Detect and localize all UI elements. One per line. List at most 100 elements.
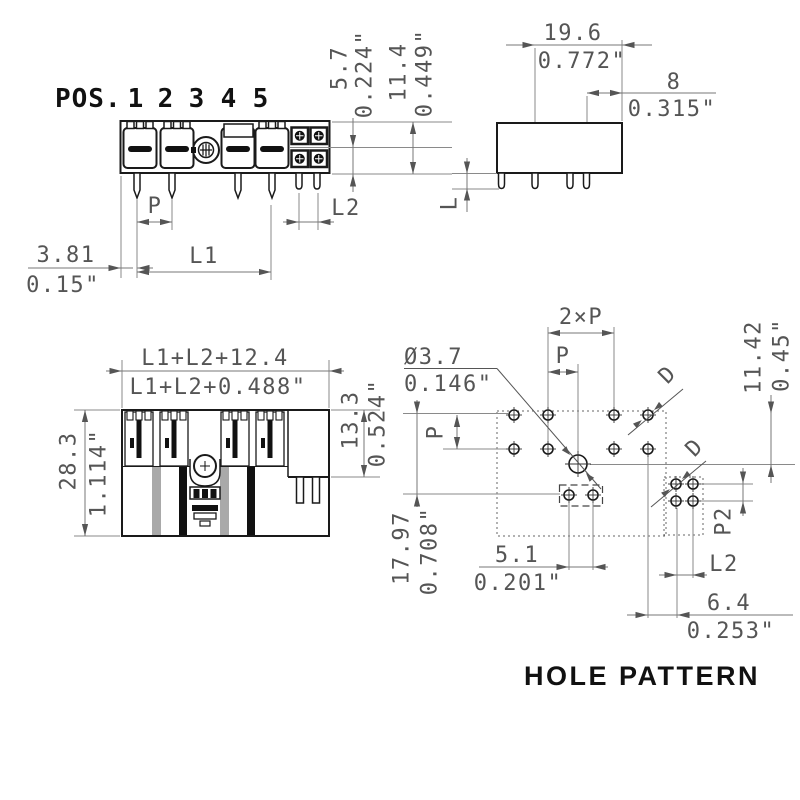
wire-entry-openings xyxy=(122,127,290,169)
dim-19_6-in: 0.772" xyxy=(538,49,626,74)
datum-d1: D xyxy=(627,361,684,436)
dim-2xp: 2×P xyxy=(548,305,614,337)
hole xyxy=(561,487,577,503)
dim-5_7-mm: 5.7 xyxy=(328,46,353,90)
hole xyxy=(685,476,701,492)
tooth xyxy=(161,410,169,421)
side-view: 19.6 0.772" 8 0.315" L xyxy=(438,21,716,212)
tooth xyxy=(222,410,230,421)
column-black xyxy=(247,467,255,535)
tooth xyxy=(126,120,135,130)
dim-3_81-mm: 3.81 xyxy=(37,243,96,268)
dim-diameter-in: 0.146" xyxy=(404,372,492,397)
prong xyxy=(295,476,305,504)
tooth xyxy=(240,410,248,421)
socket-pin xyxy=(295,172,303,190)
dim-l2-hole-label: L2 xyxy=(709,552,739,577)
hole xyxy=(685,493,701,509)
dim-19_6: 19.6 0.772" xyxy=(506,21,652,74)
dim-11_42: 11.42 0.45" xyxy=(742,318,795,483)
screw-flange xyxy=(191,136,220,164)
dim-5_1-mm: 5.1 xyxy=(495,543,539,568)
tooth xyxy=(266,410,274,421)
castellation-teeth xyxy=(126,120,286,130)
socket-pin xyxy=(313,172,321,190)
dim-p2-label: P2 xyxy=(712,506,737,536)
tooth xyxy=(170,410,178,421)
dim-p-top-label: P xyxy=(556,344,571,369)
tooth xyxy=(126,410,134,421)
pos-number-2: 2 xyxy=(158,84,175,114)
tooth xyxy=(135,120,145,130)
dim-11_4: 11.4 0.449" xyxy=(387,29,438,174)
hole xyxy=(606,441,622,457)
clamp-lever-2 xyxy=(165,146,189,152)
solder-pin xyxy=(133,172,141,201)
tooth xyxy=(135,410,143,421)
tooth xyxy=(179,410,187,421)
solder-pin xyxy=(497,172,506,190)
dim-13_3-mm: 13.3 xyxy=(339,391,364,450)
dim-28_3-in: 1.114" xyxy=(87,429,112,517)
datum-d2-label: D xyxy=(681,434,709,462)
dim-p-left: P xyxy=(424,415,461,449)
front-extension-lines xyxy=(120,121,452,280)
connector-body-side xyxy=(496,122,623,174)
hole xyxy=(640,441,656,457)
solder-pins-front xyxy=(133,172,321,201)
hole xyxy=(540,407,556,423)
screw-detail xyxy=(191,147,196,153)
tooth xyxy=(144,410,152,421)
hole xyxy=(668,476,684,492)
solder-pin xyxy=(234,172,242,201)
pos-number-4: 4 xyxy=(221,84,238,114)
dim-13_3: 13.3 0.524" xyxy=(331,379,391,478)
tooth xyxy=(258,120,267,130)
coding-notch xyxy=(223,123,254,138)
hole xyxy=(668,493,684,509)
hole-pattern-view: 2×P P P Ø3.7 0.146" 17.97 0.708" xyxy=(390,305,795,691)
dim-diameter-mm: Ø3.7 xyxy=(404,345,463,370)
contact-tongue xyxy=(232,413,238,458)
tooth xyxy=(231,410,239,421)
hole-extension-lines xyxy=(403,327,795,618)
dim-19_6-mm: 19.6 xyxy=(544,21,603,46)
hole xyxy=(506,441,522,457)
column-black xyxy=(179,467,187,535)
dim-pitch-front: P xyxy=(137,194,172,226)
dim-8-in: 0.315" xyxy=(628,97,716,122)
pos-number-5: 5 xyxy=(253,84,270,114)
datum-d2: D xyxy=(650,434,709,508)
dim-11_4-mm: 11.4 xyxy=(387,43,412,102)
contact-block xyxy=(290,126,329,169)
hole xyxy=(540,441,556,457)
dim-l1-label: L1 xyxy=(189,244,219,269)
dim-6_4-in: 0.253" xyxy=(687,619,775,644)
dim-p2: P2 xyxy=(712,468,747,536)
center-screw-mechanism xyxy=(189,454,221,527)
dim-l2-front-label: L2 xyxy=(331,196,361,221)
clamp-detail xyxy=(165,438,169,448)
datum-d1-label: D xyxy=(654,361,682,389)
contact-tongue xyxy=(171,413,177,458)
dim-13_3-in: 0.524" xyxy=(366,379,391,467)
dim-8-mm: 8 xyxy=(667,70,682,95)
dim-5_7: 5.7 0.224" xyxy=(328,30,378,192)
tooth xyxy=(172,120,182,130)
clamp-detail xyxy=(226,438,230,448)
solder-pins-side xyxy=(497,172,591,190)
hole xyxy=(506,407,522,423)
dim-11_4-in: 0.449" xyxy=(413,29,438,117)
solder-pin xyxy=(566,172,574,190)
column-gray xyxy=(152,467,161,535)
mated-connector-view: L1+L2+12.4 L1+L2+0.488" 28.3 1.114" 13.3… xyxy=(57,346,391,537)
dim-6_4: 6.4 0.253" xyxy=(627,591,793,644)
tooth xyxy=(275,410,283,421)
dim-diameter: Ø3.7 0.146" xyxy=(404,345,602,490)
dim-8: 8 0.315" xyxy=(587,70,716,122)
tooth xyxy=(182,120,191,130)
dim-5_7-in: 0.224" xyxy=(353,30,378,118)
dim-p-top: P xyxy=(548,344,578,376)
dim-5_1-in: 0.201" xyxy=(474,571,562,596)
